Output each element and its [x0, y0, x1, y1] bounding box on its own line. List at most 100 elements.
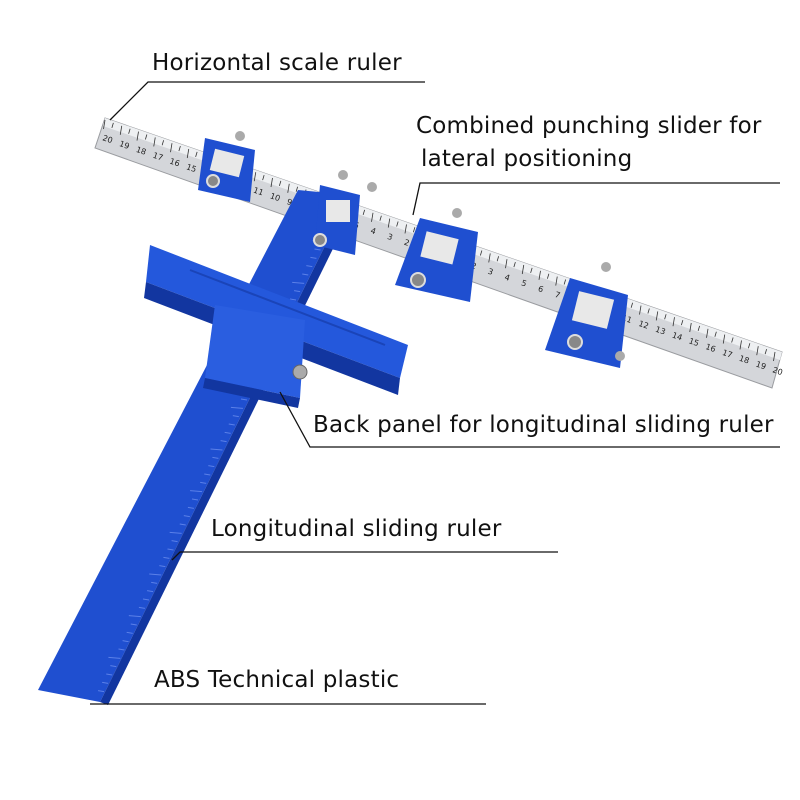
- ruler-tick: [747, 343, 751, 349]
- ruler-number: 4: [503, 273, 511, 283]
- ruler-number: 18: [738, 354, 751, 366]
- longitudinal-tick: [138, 606, 145, 609]
- longitudinal-tick: [98, 690, 105, 693]
- ruler-tick: [496, 256, 500, 262]
- ruler-tick: [128, 128, 131, 134]
- label-material: ABS Technical plastic: [154, 667, 400, 693]
- leader-line-longitudinal: [171, 551, 558, 561]
- longitudinal-tick: [212, 456, 219, 459]
- ruler-number: 3: [487, 267, 495, 277]
- ruler-tick: [505, 259, 508, 269]
- longitudinal-tick: [240, 398, 248, 401]
- ruler-tick: [371, 212, 374, 222]
- ruler-tick: [170, 143, 173, 153]
- ruler-number: 11: [621, 313, 634, 325]
- ruler-tick: [153, 137, 156, 147]
- ruler-tick: [739, 340, 742, 350]
- longitudinal-tick: [163, 556, 170, 559]
- ruler-tick: [639, 305, 642, 315]
- longitudinal-tick: [159, 565, 166, 568]
- ruler-number: 14: [671, 331, 684, 343]
- ruler-tick: [538, 270, 541, 280]
- longitudinal-tick: [106, 673, 113, 676]
- punching-slider: [198, 131, 255, 202]
- ruler-number: 2: [403, 238, 411, 248]
- ruler-tick: [764, 348, 768, 355]
- ruler-tick: [404, 224, 407, 234]
- longitudinal-tick: [130, 623, 137, 626]
- ruler-number: 11: [252, 186, 265, 198]
- ruler-tick: [664, 314, 667, 320]
- leader-line-slider: [412, 182, 780, 216]
- ruler-tick: [513, 261, 516, 268]
- ruler-number: 19: [755, 360, 768, 372]
- label-slider-line2: lateral positioning: [421, 146, 633, 172]
- ruler-tick: [697, 325, 701, 332]
- ruler-tick: [262, 174, 265, 181]
- longitudinal-tick: [190, 490, 203, 493]
- longitudinal-tick: [294, 290, 301, 293]
- ruler-tick: [111, 122, 114, 129]
- ruler-tick: [270, 177, 273, 188]
- longitudinal-tick: [220, 440, 227, 443]
- ruler-tick: [479, 250, 483, 256]
- ruler-number: 4: [369, 226, 377, 236]
- label-longitudinal-ruler: Longitudinal sliding ruler: [211, 516, 502, 542]
- leader-line-back-panel: [279, 391, 780, 448]
- punching-slider: [545, 262, 628, 368]
- longitudinal-tick: [183, 515, 190, 518]
- ruler-tick: [773, 351, 776, 362]
- ruler-tick: [647, 308, 650, 314]
- ruler-number: 20: [771, 365, 784, 377]
- ruler-number: 20: [101, 133, 114, 145]
- ruler-number: 5: [520, 278, 528, 288]
- thumb-screw: [292, 364, 308, 380]
- ruler-number: 16: [704, 342, 717, 354]
- ruler-tick: [287, 183, 290, 193]
- ruler-tick: [672, 317, 675, 327]
- ruler-number: 15: [185, 162, 198, 174]
- ruler-tick: [253, 172, 257, 182]
- ruler-tick: [680, 319, 684, 326]
- ruler-tick: [655, 311, 659, 321]
- longitudinal-tick: [110, 665, 117, 668]
- longitudinal-tick: [208, 465, 215, 468]
- longitudinal-tick: [118, 648, 125, 651]
- longitudinal-tick: [302, 273, 309, 276]
- longitudinal-tick: [200, 481, 207, 484]
- longitudinal-tick: [232, 415, 239, 418]
- ruler-number: 12: [637, 319, 650, 331]
- ruler-tick: [714, 331, 717, 337]
- ruler-tick: [530, 267, 533, 274]
- ruler-number: 3: [386, 232, 394, 242]
- ruler-number: 7: [554, 290, 562, 300]
- leader-line-horizontal-ruler: [109, 81, 425, 121]
- label-slider-line1: Combined punching slider for: [416, 113, 762, 139]
- ruler-number: 17: [152, 151, 165, 163]
- ruler-tick: [295, 186, 299, 192]
- ruler-number: 16: [168, 157, 181, 169]
- longitudinal-tick: [171, 540, 178, 543]
- longitudinal-tick: [292, 281, 305, 284]
- longitudinal-tick: [224, 431, 231, 434]
- longitudinal-tick: [289, 298, 297, 301]
- ruler-tick: [521, 264, 525, 275]
- ruler-tick: [103, 119, 106, 130]
- punching-slider: [313, 170, 377, 255]
- longitudinal-tick: [149, 573, 162, 576]
- ruler-tick: [362, 209, 366, 216]
- ruler-tick: [722, 334, 726, 344]
- ruler-tick: [555, 276, 558, 286]
- longitudinal-tick: [108, 656, 121, 659]
- sliding-block: [205, 305, 305, 398]
- ruler-tick: [396, 221, 399, 227]
- ruler-tick: [546, 273, 550, 279]
- ruler-tick: [379, 215, 382, 221]
- ruler-tick: [412, 227, 416, 233]
- longitudinal-tick: [169, 531, 182, 534]
- ruler-tick: [195, 151, 198, 158]
- ruler-tick: [161, 140, 165, 146]
- ruler-number: 13: [654, 325, 667, 337]
- longitudinal-tick: [210, 448, 223, 451]
